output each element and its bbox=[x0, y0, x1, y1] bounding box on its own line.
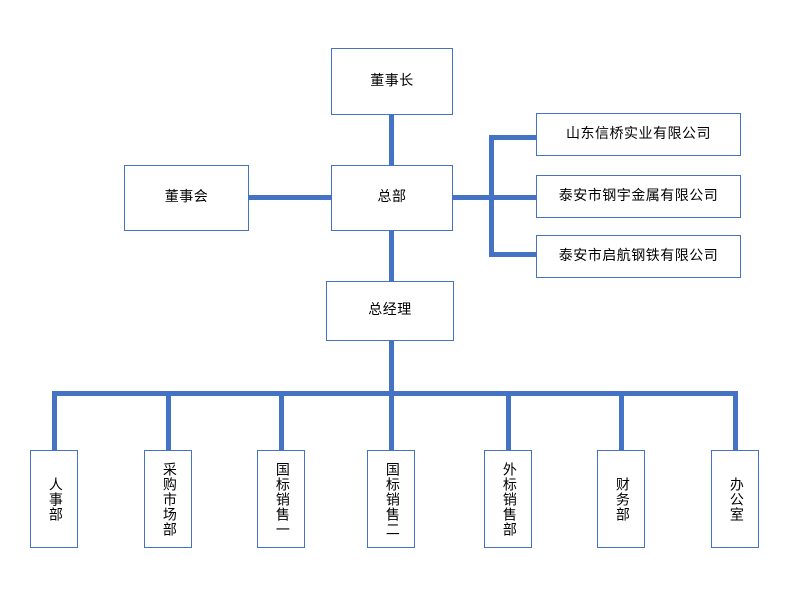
connector-branch-subsidiary-3 bbox=[489, 252, 536, 257]
connector-drop-department-1 bbox=[52, 391, 57, 450]
connector-drop-department-2 bbox=[166, 391, 171, 450]
node-subsidiary-1[interactable]: 山东信桥实业有限公司 bbox=[536, 113, 741, 156]
node-department-6[interactable]: 财务部 bbox=[597, 450, 645, 548]
node-department-2-label: 采购市场部 bbox=[160, 461, 177, 537]
connector-branch-subsidiary-2 bbox=[489, 195, 536, 200]
connector-chairman-to-headquarters bbox=[389, 115, 394, 165]
node-department-3[interactable]: 国标销售一 bbox=[257, 450, 305, 548]
node-department-4-label: 国标销售二 bbox=[383, 461, 400, 537]
node-headquarters[interactable]: 总部 bbox=[331, 165, 453, 231]
node-board-of-directors-label: 董事会 bbox=[164, 189, 209, 206]
node-subsidiary-2-label: 泰安市钢宇金属有限公司 bbox=[558, 187, 719, 204]
connector-drop-department-7 bbox=[733, 391, 738, 450]
connector-drop-department-5 bbox=[506, 391, 511, 450]
node-department-6-label: 财务部 bbox=[613, 476, 630, 522]
node-department-3-label: 国标销售一 bbox=[273, 461, 290, 537]
node-subsidiary-2[interactable]: 泰安市钢宇金属有限公司 bbox=[536, 175, 741, 218]
connector-headquarters-to-general-manager bbox=[389, 231, 394, 281]
node-department-1-label: 人事部 bbox=[46, 476, 63, 522]
connector-branch-subsidiary-1 bbox=[489, 135, 536, 140]
node-general-manager-label: 总经理 bbox=[368, 302, 412, 319]
node-chairman[interactable]: 董事长 bbox=[331, 48, 453, 115]
node-department-5[interactable]: 外标销售部 bbox=[484, 450, 532, 548]
node-headquarters-label: 总部 bbox=[377, 189, 407, 206]
node-general-manager[interactable]: 总经理 bbox=[326, 281, 454, 341]
connector-board-to-headquarters bbox=[249, 195, 331, 200]
connector-headquarters-subsidiary-stub bbox=[452, 195, 494, 200]
node-department-2[interactable]: 采购市场部 bbox=[144, 450, 192, 548]
node-subsidiary-3-label: 泰安市启航钢铁有限公司 bbox=[558, 247, 719, 264]
node-chairman-label: 董事长 bbox=[370, 72, 414, 89]
connector-drop-department-6 bbox=[619, 391, 624, 450]
connector-general-manager-to-bus bbox=[389, 341, 394, 396]
node-department-7-label: 办公室 bbox=[727, 476, 744, 522]
node-department-4[interactable]: 国标销售二 bbox=[367, 450, 415, 548]
node-board-of-directors[interactable]: 董事会 bbox=[124, 165, 249, 231]
connector-drop-department-4 bbox=[389, 391, 394, 450]
connector-drop-department-3 bbox=[279, 391, 284, 450]
node-department-1[interactable]: 人事部 bbox=[30, 450, 78, 548]
node-department-5-label: 外标销售部 bbox=[500, 461, 517, 537]
node-subsidiary-1-label: 山东信桥实业有限公司 bbox=[566, 125, 711, 142]
node-subsidiary-3[interactable]: 泰安市启航钢铁有限公司 bbox=[536, 235, 741, 278]
node-department-7[interactable]: 办公室 bbox=[711, 450, 759, 548]
